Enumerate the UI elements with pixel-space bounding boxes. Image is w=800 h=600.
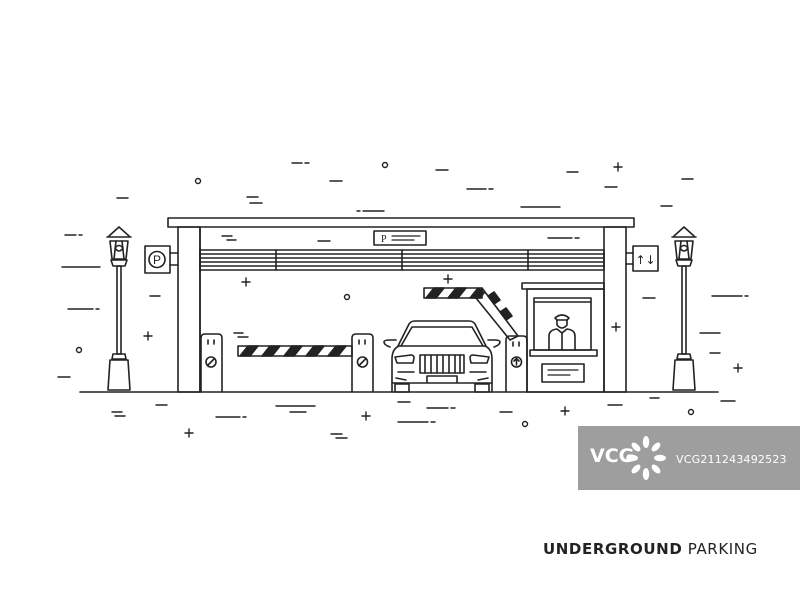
watermark-flower-icon xyxy=(626,436,666,480)
caption-title: UNDERGROUND PARKING xyxy=(543,540,758,558)
left-barrier-gate xyxy=(200,333,374,393)
watermark-logo: VCG xyxy=(590,445,635,467)
direction-arrows-text: ↑↓ xyxy=(635,253,655,267)
header-sign-letter: P xyxy=(381,234,387,245)
parking-building xyxy=(167,217,635,393)
lamp-post-icon xyxy=(671,226,697,391)
direction-arrows-icon: ↑↓ xyxy=(625,245,659,272)
car-icon xyxy=(383,320,501,393)
parking-sign-icon: P xyxy=(144,245,179,274)
guard-booth-icon xyxy=(521,282,605,393)
watermark-id: VCG211243492523 xyxy=(676,453,787,466)
caption-bold: UNDERGROUND xyxy=(543,540,683,558)
watermark: VCG VCG211243492523 xyxy=(578,426,800,490)
lamp-post-icon xyxy=(106,226,132,391)
header-sign: P xyxy=(373,230,427,246)
guard-icon xyxy=(548,314,576,351)
barrier-gate-icon xyxy=(423,287,528,393)
caption-light: PARKING xyxy=(682,540,758,558)
decorative-particles xyxy=(57,161,749,439)
parking-sign-letter: P xyxy=(153,253,161,267)
